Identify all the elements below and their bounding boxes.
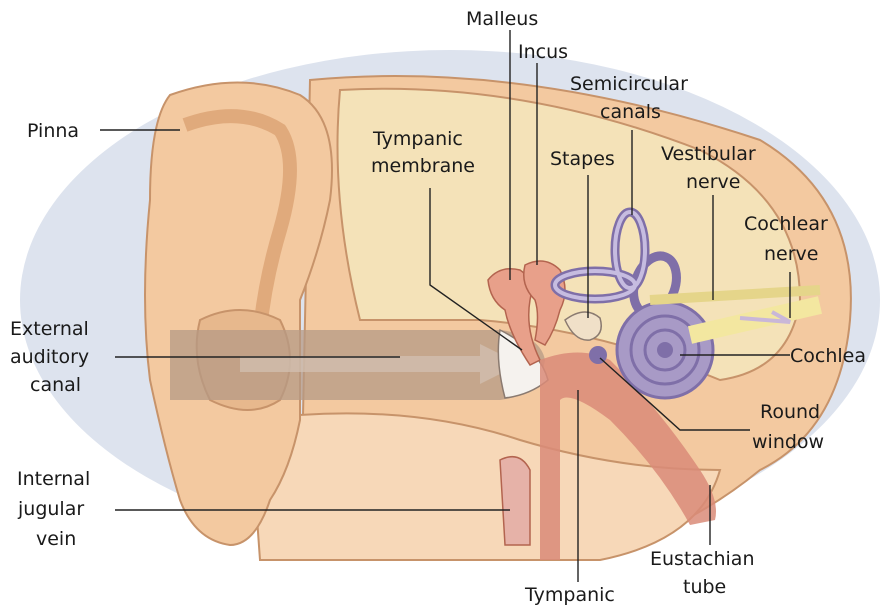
eustachian-tube-label: Eustachian tube [650,548,761,598]
cochlea-label: Cochlea [790,345,866,367]
stapes-label: Stapes [550,148,615,170]
internal-jugular-vein-shape [500,457,530,545]
incus-label: Incus [518,41,568,63]
malleus-label: Malleus [466,8,538,30]
internal-jugular-vein-label: Internal jugular vein [17,468,96,550]
cochlea-shape [617,302,713,398]
tympanic-cavity-label: Tympanic [524,584,615,606]
pinna-label: Pinna [27,120,79,142]
